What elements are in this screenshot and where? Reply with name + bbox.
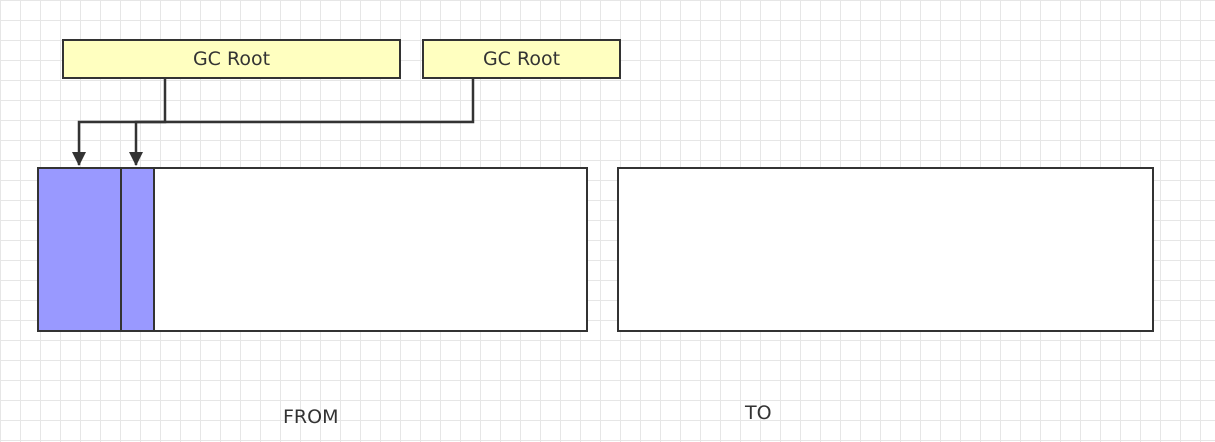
to-space-label: TO <box>745 402 772 424</box>
to-space <box>617 167 1154 332</box>
gc-root-box: GC Root <box>422 39 621 79</box>
reference-edge-root2 <box>134 79 475 165</box>
from-space-label: FROM <box>283 406 339 428</box>
gc-root-label: GC Root <box>482 48 561 70</box>
live-object <box>122 169 155 330</box>
gc-root-label: GC Root <box>192 48 271 70</box>
arrow-head <box>129 152 143 166</box>
from-space <box>37 167 588 332</box>
arrow-head <box>72 152 86 166</box>
live-object <box>39 169 122 330</box>
reference-edge-root1 <box>77 79 167 165</box>
gc-root-box: GC Root <box>62 39 401 79</box>
